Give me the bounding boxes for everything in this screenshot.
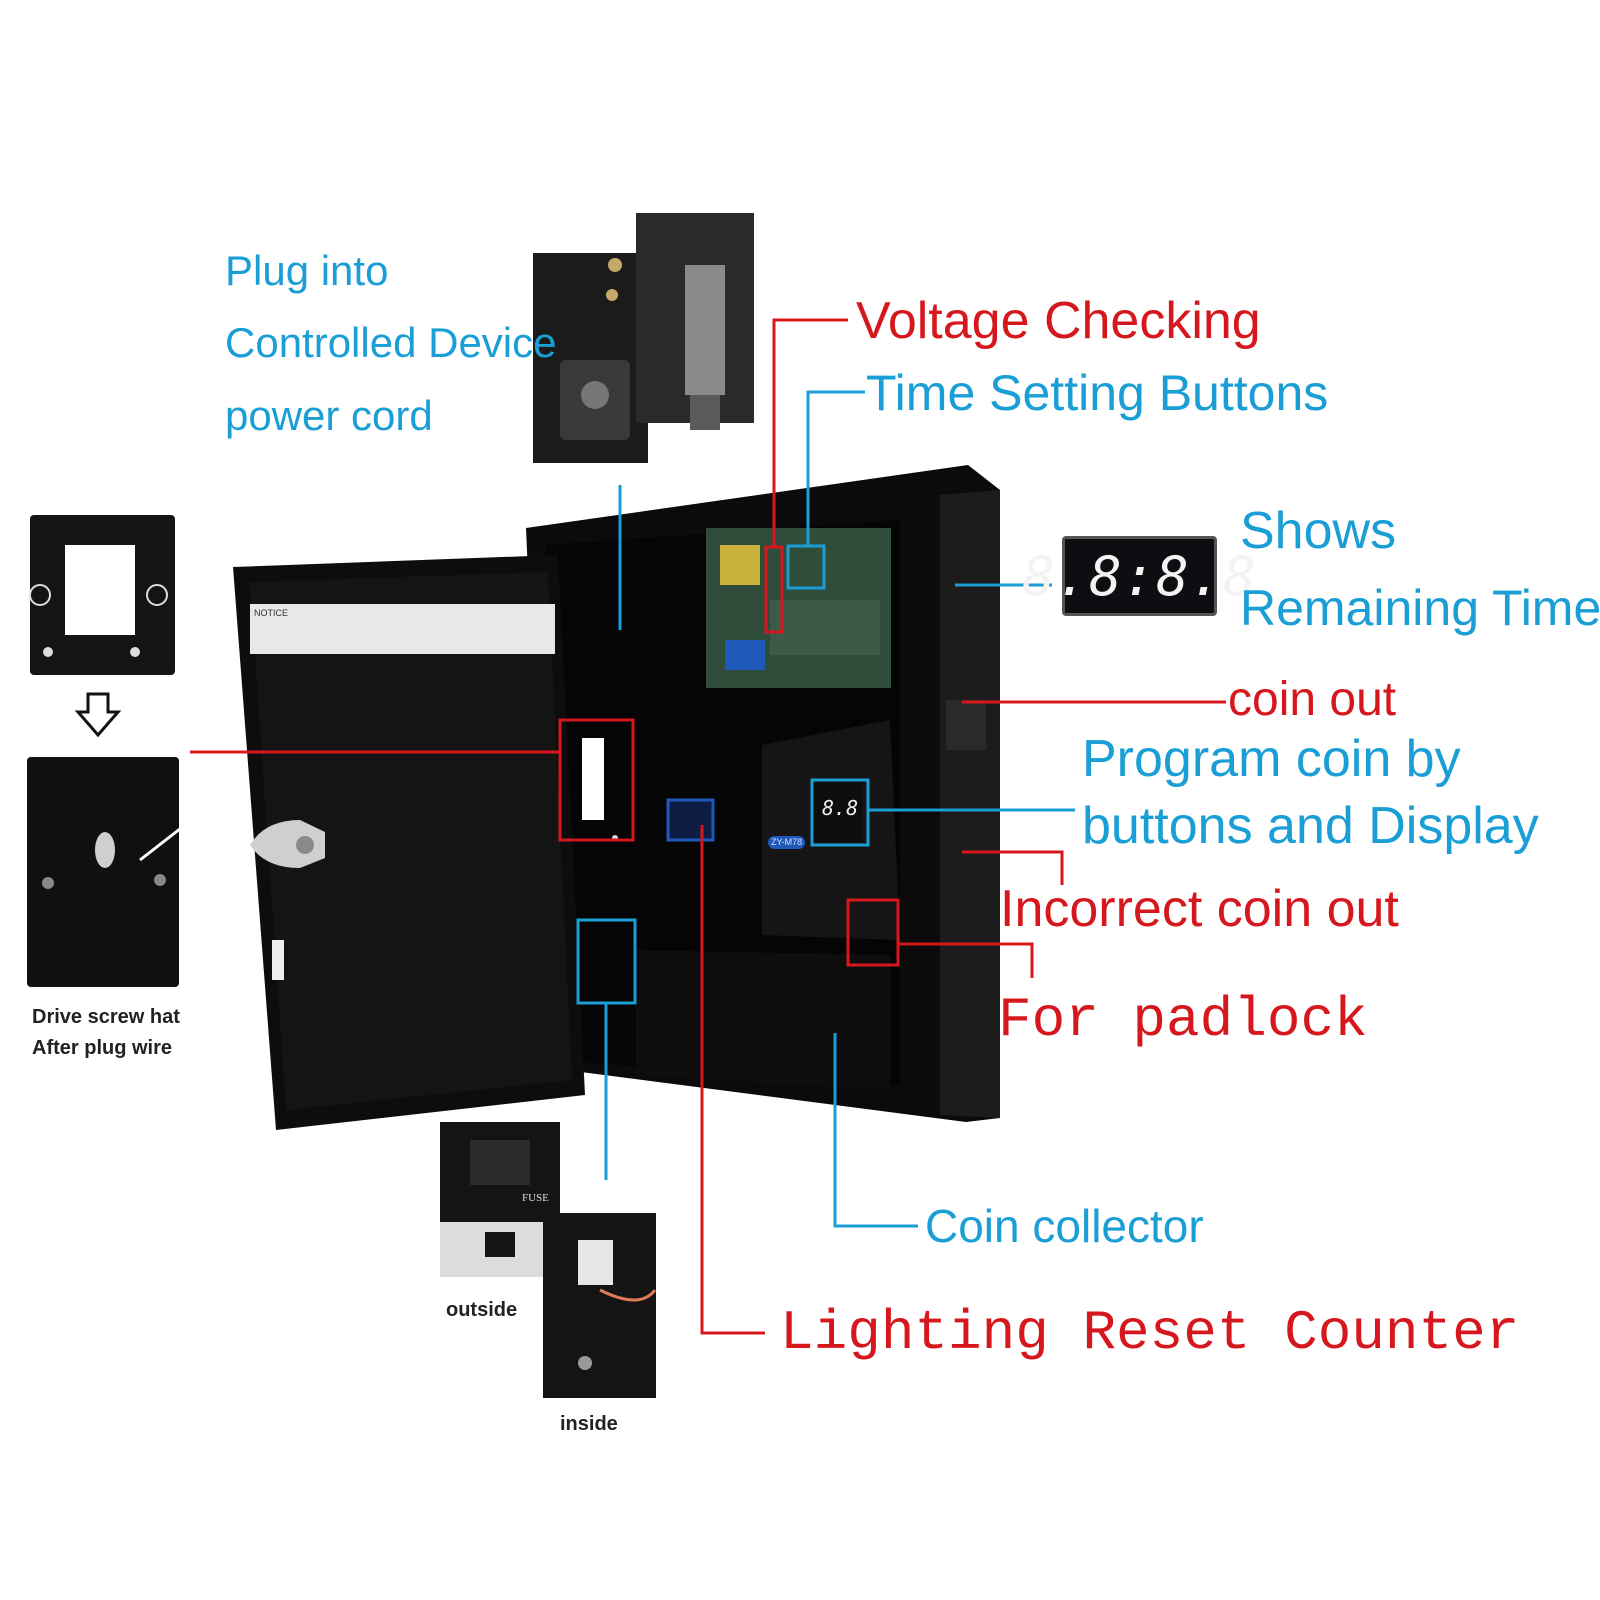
label-fuse: FUSE [522, 1192, 549, 1204]
blue-callout-lines [604, 390, 1075, 1228]
label-drive-screw-1: Drive screw hat [32, 1006, 180, 1028]
label-program-coin-2: buttons and Display [1082, 797, 1539, 855]
coin-display-box [810, 778, 870, 847]
down-arrow-icon [74, 692, 122, 738]
label-drive-screw-2: After plug wire [32, 1037, 173, 1059]
label-coin-out: coin out [1228, 673, 1397, 726]
door-window-box [558, 718, 635, 842]
label-outside: outside [446, 1299, 518, 1321]
label-lighting-reset-counter: Lighting Reset Counter [780, 1301, 1520, 1365]
photo-fuse-outside [440, 1122, 560, 1277]
photo-drive-screw [27, 757, 186, 987]
label-remaining-time: Remaining Time [1240, 580, 1600, 636]
label-plug-into-2: Controlled Device [225, 319, 557, 366]
padlock-box [846, 898, 900, 967]
cabinet-door [233, 555, 618, 1130]
remaining-time-display: 8.8:8.8 [1022, 536, 1256, 616]
label-plug-into-1: Plug into [225, 247, 389, 294]
photo-power-socket [533, 213, 754, 463]
time-button-box [786, 544, 826, 590]
label-program-coin-1: Program coin by [1082, 730, 1461, 788]
cabinet-illustration [526, 465, 1000, 1122]
label-for-padlock: For padlock [998, 988, 1368, 1052]
photo-fuse-inside [543, 1213, 657, 1398]
label-notice: NOTICE [254, 608, 289, 618]
label-inside: inside [560, 1413, 618, 1435]
label-voltage-checking: Voltage Checking [856, 292, 1261, 350]
label-incorrect-coin-out: Incorrect coin out [1000, 880, 1399, 938]
label-shows: Shows [1240, 502, 1397, 560]
label-coin-collector: Coin collector [925, 1200, 1204, 1252]
photo-screw-plate [29, 515, 175, 675]
coin-acceptor-display: 8.8 [822, 796, 859, 820]
red-callout-lines [190, 318, 1226, 1335]
coin-acceptor-badge: ZY-M78 [768, 836, 806, 849]
label-time-setting-buttons: Time Setting Buttons [866, 365, 1329, 421]
label-plug-into-3: power cord [225, 392, 433, 439]
